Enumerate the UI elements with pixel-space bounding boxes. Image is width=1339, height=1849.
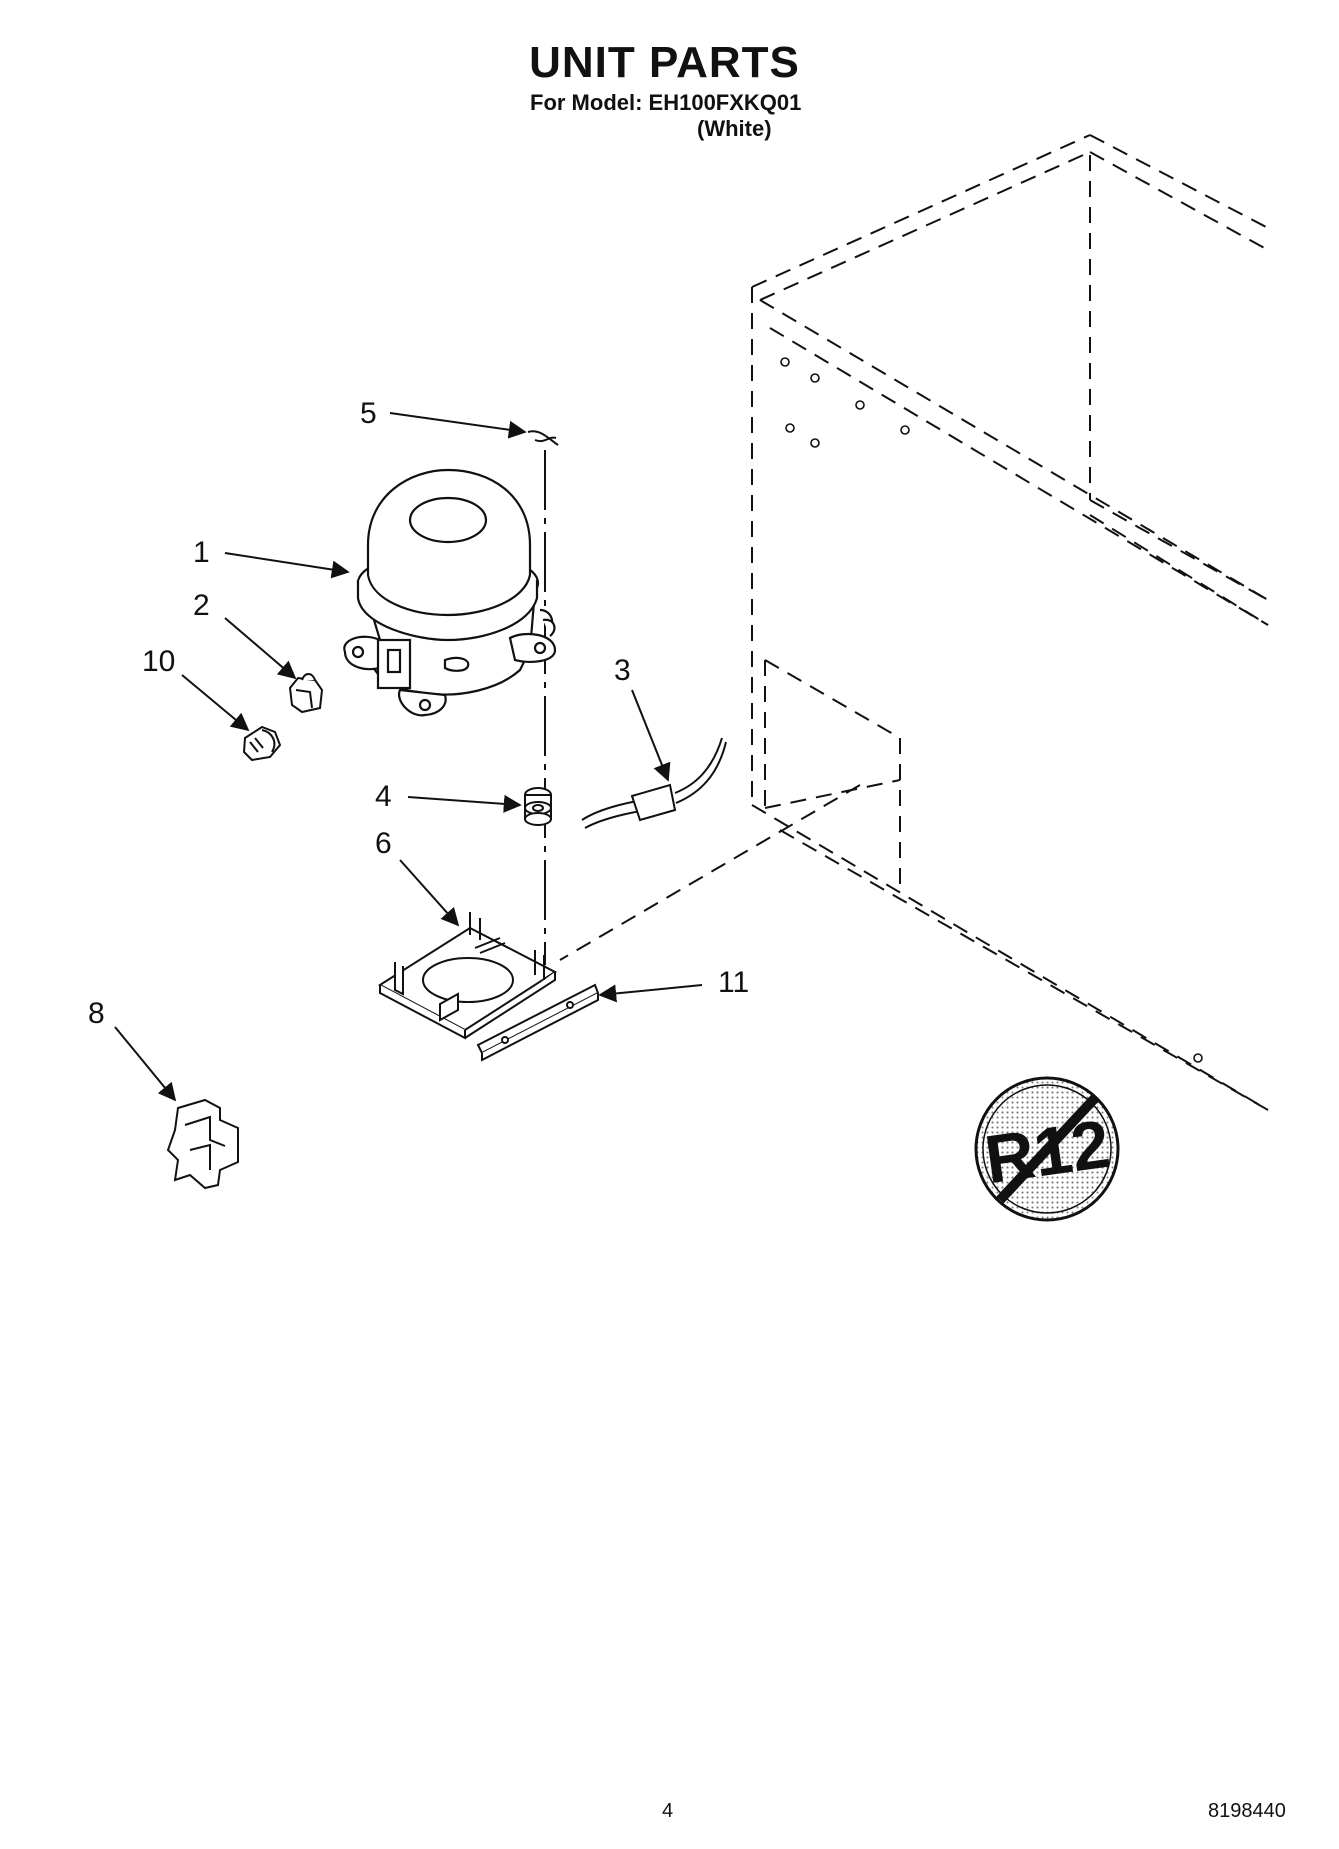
part-bracket-11 [476,983,600,1062]
part-relay-2 [288,673,324,714]
callout-4: 4 [375,780,392,813]
callout-10: 10 [142,645,175,678]
part-baseplate-6 [378,912,557,1040]
part-clip-5 [527,430,559,446]
header: UNIT PARTS [0,38,1339,88]
color-line: (White) [697,116,772,141]
document-code: 8198440 [1208,1800,1286,1822]
page-title: UNIT PARTS [529,38,800,87]
cabinet-outline [559,134,1269,1111]
part-overload-10 [242,725,282,762]
callout-3: 3 [614,654,631,687]
callout-1: 1 [193,536,210,569]
part-harness-3 [581,737,727,829]
callout-labels: 1 2 3 4 5 6 8 10 11 [88,397,749,1030]
part-compressor-1 [343,468,557,717]
part-grommet-4 [524,787,552,826]
callout-6: 6 [375,827,392,860]
page-number: 4 [662,1800,674,1822]
callout-11: 11 [718,966,749,999]
cabinet-holes [780,357,1203,1063]
model-line: For Model: EH100FXKQ01 [530,90,802,115]
callout-5: 5 [360,397,377,430]
part-clip-8 [166,1098,239,1190]
no-r12-badge: R12 [974,1076,1120,1222]
callout-2: 2 [193,589,210,622]
leader-arrows [114,412,703,1102]
callout-8: 8 [88,997,105,1030]
